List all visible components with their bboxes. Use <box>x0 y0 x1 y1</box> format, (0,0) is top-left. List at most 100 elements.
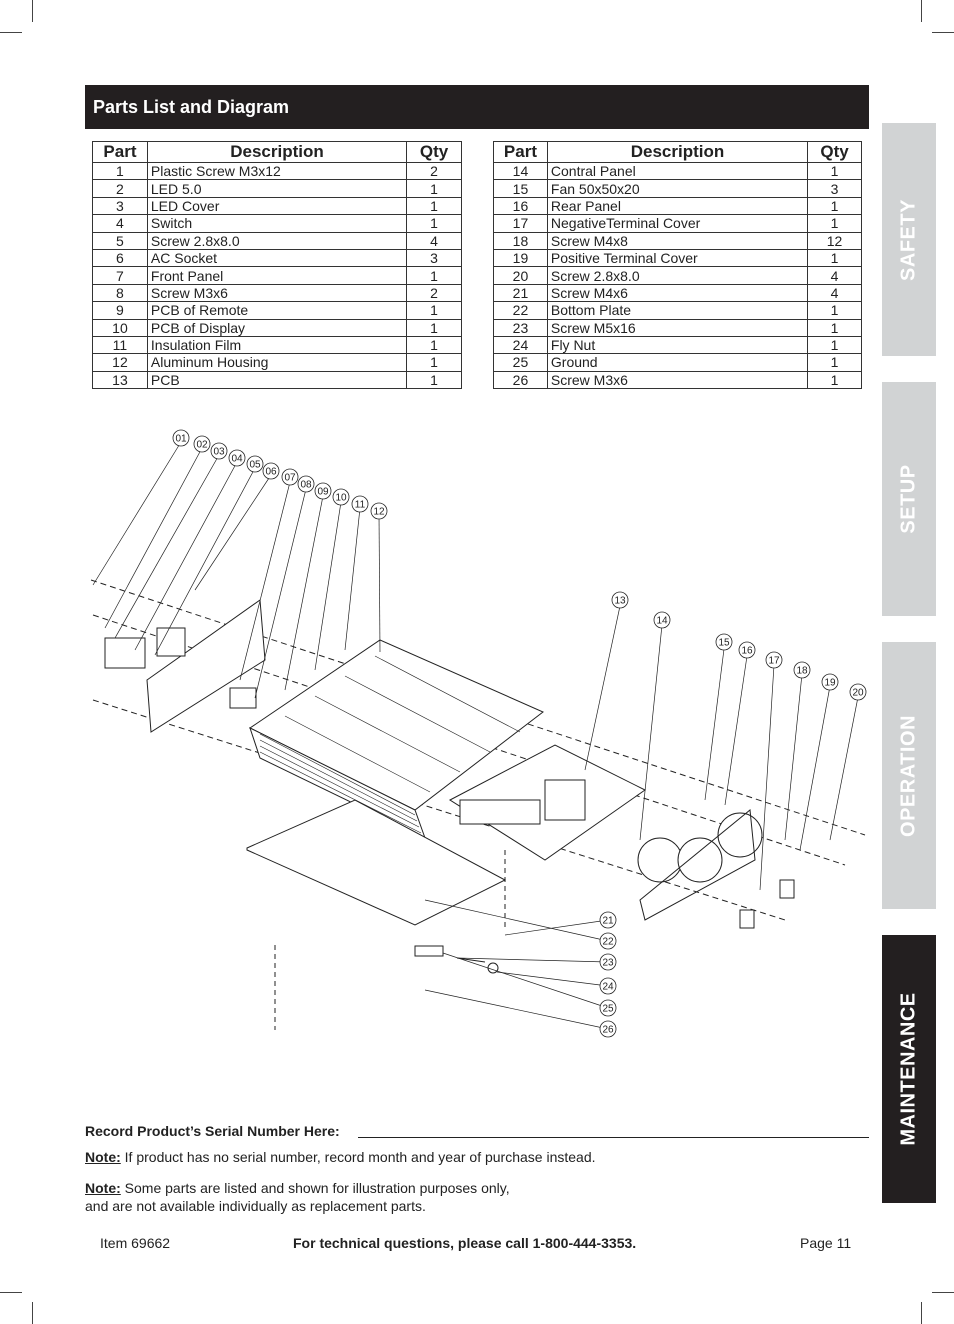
quantity-cell: 4 <box>807 283 862 303</box>
fly-nut <box>487 962 499 974</box>
crop-mark <box>921 1302 922 1324</box>
description-cell: Screw M4x8 <box>546 231 809 250</box>
tab-setup[interactable]: SETUP <box>882 382 936 616</box>
description-cell: Screw 2.8x8.0 <box>546 266 809 285</box>
callout-circle <box>228 449 246 467</box>
description-cell: Screw M5x16 <box>546 318 809 337</box>
quantity-cell: 1 <box>807 318 862 337</box>
callout-group: 0102030405060708091011121314151617181920… <box>172 429 867 1038</box>
description-cell: NegativeTerminal Cover <box>546 214 809 233</box>
tab-maintenance[interactable]: MAINTENANCE <box>882 935 936 1203</box>
description-cell: Fly Nut <box>546 335 809 355</box>
callout-label: 13 <box>614 596 626 607</box>
callout-label: 23 <box>602 958 614 969</box>
tab-label: MAINTENANCE <box>897 992 920 1146</box>
callout-circle <box>332 488 350 506</box>
callout-label: 18 <box>796 666 808 677</box>
quantity-cell: 1 <box>406 266 462 285</box>
quantity-cell: 1 <box>406 179 462 198</box>
column-header-part: Part <box>92 141 148 163</box>
part-number-cell: 23 <box>493 318 548 337</box>
quantity-cell: 2 <box>406 283 462 303</box>
rear-panel <box>639 809 756 921</box>
description-cell: AC Socket <box>146 248 408 268</box>
quantity-cell: 1 <box>406 214 462 233</box>
note-text: Some parts are listed and shown for illu… <box>120 1180 510 1196</box>
part-number-cell: 18 <box>493 231 548 250</box>
callout-label: 14 <box>656 616 668 627</box>
callout-label: 21 <box>602 916 614 927</box>
description-cell: Bottom Plate <box>546 301 809 320</box>
callout-circle <box>611 591 629 609</box>
callout-label: 03 <box>213 447 225 458</box>
section-header: Parts List and Diagram <box>85 85 869 129</box>
quantity-cell: 1 <box>807 335 862 355</box>
table-header-row: Part Description Qty <box>92 141 462 163</box>
description-cell: Positive Terminal Cover <box>546 248 809 268</box>
callout-label: 10 <box>335 493 347 504</box>
callout-label: 22 <box>602 937 614 948</box>
part-number-cell: 17 <box>493 214 548 233</box>
description-cell: Aluminum Housing <box>146 353 408 372</box>
tab-safety[interactable]: SAFETY <box>882 123 936 356</box>
callout-label: 02 <box>196 440 208 451</box>
description-cell: PCB <box>146 370 408 390</box>
callout-label: 24 <box>602 982 614 993</box>
description-cell: Screw M4x6 <box>546 283 809 303</box>
part-number-cell: 20 <box>493 266 548 285</box>
quantity-cell: 3 <box>807 179 862 198</box>
terminal-cover <box>739 909 755 929</box>
pcb-component <box>544 779 586 821</box>
callout-label: 04 <box>231 454 243 465</box>
quantity-cell: 1 <box>406 353 462 372</box>
description-cell: Front Panel <box>146 266 408 285</box>
part-number-cell: 19 <box>493 248 548 268</box>
callout-circle <box>351 495 369 513</box>
part-number-cell: 25 <box>493 353 548 372</box>
part-number-cell: 14 <box>493 161 548 181</box>
switch <box>156 627 186 657</box>
serial-number-field[interactable]: Record Product’s Serial Number Here: <box>85 1123 869 1139</box>
bottom-plate <box>246 799 507 926</box>
description-cell: Rear Panel <box>546 196 809 216</box>
tab-operation[interactable]: OPERATION <box>882 642 936 909</box>
front-panel <box>146 599 266 733</box>
screw-m5x16 <box>456 957 486 963</box>
fan <box>677 837 723 883</box>
description-cell: Insulation Film <box>146 335 408 355</box>
callout-circle <box>370 502 388 520</box>
note-parts: Note: Some parts are listed and shown fo… <box>85 1179 510 1215</box>
part-number-cell: 6 <box>92 248 148 268</box>
assembly-axis <box>90 579 866 836</box>
callout-circle <box>765 651 783 669</box>
note-text: If product has no serial number, record … <box>120 1149 596 1165</box>
ground-plate <box>414 945 444 957</box>
quantity-cell: 1 <box>807 301 862 320</box>
tab-label: SAFETY <box>897 198 920 281</box>
callout-circle <box>715 633 733 651</box>
footer-page-number: Page 11 <box>800 1235 852 1251</box>
callout-label: 15 <box>718 638 730 649</box>
part-number-cell: 9 <box>92 301 148 320</box>
callout-label: 20 <box>852 688 864 699</box>
part-number-cell: 8 <box>92 283 148 303</box>
ac-socket <box>104 637 146 669</box>
part-number-cell: 12 <box>92 353 148 372</box>
callout-circle <box>599 999 617 1017</box>
crop-mark <box>0 32 22 33</box>
description-cell: Switch <box>146 214 408 233</box>
